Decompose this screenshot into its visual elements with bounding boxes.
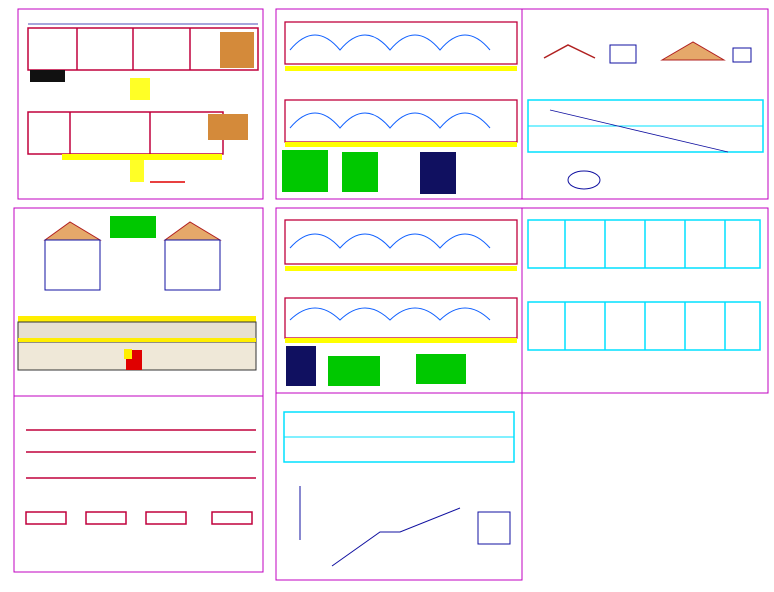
beam-details xyxy=(25,429,256,525)
structural-framing xyxy=(527,219,761,351)
electrical-plan-lower xyxy=(284,219,518,386)
roof-detail xyxy=(543,41,752,64)
foundation-details xyxy=(283,411,515,567)
roof-framing-plan xyxy=(527,99,764,190)
sheet-borders xyxy=(13,8,769,581)
ground-floor-plan-upper xyxy=(27,23,259,100)
cross-sections xyxy=(43,216,222,291)
electrical-plan-upper xyxy=(282,21,518,194)
ground-floor-plan-lower xyxy=(27,111,248,183)
front-elevation xyxy=(17,316,257,371)
